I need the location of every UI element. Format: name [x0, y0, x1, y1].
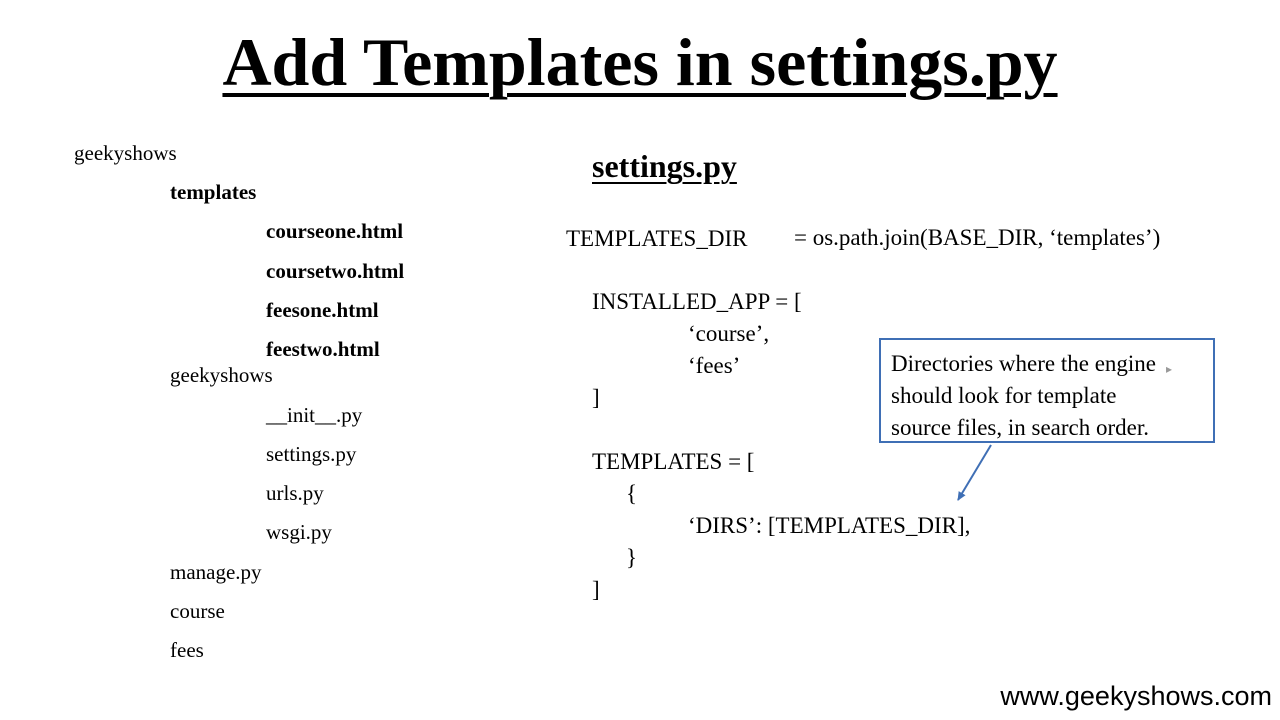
tree-app-folder: course	[170, 599, 225, 623]
callout-line: should look for template	[891, 383, 1117, 408]
brace-open: {	[626, 481, 638, 506]
tree-manage-file: manage.py	[170, 560, 262, 584]
tree-package-file: __init__.py	[266, 403, 363, 427]
installed-app-item: ‘fees’	[688, 353, 741, 378]
code-filename: settings.py	[592, 148, 737, 184]
tree-template-file: feesone.html	[266, 298, 379, 322]
mouse-cursor-icon: ▸	[1166, 362, 1173, 376]
tree-project-package: geekyshows	[170, 363, 273, 387]
tree-template-file: coursetwo.html	[266, 259, 405, 283]
tree-template-file: feestwo.html	[266, 337, 380, 361]
tree-root: geekyshows	[74, 141, 177, 165]
dirs-line: ‘DIRS’: [TEMPLATES_DIR],	[688, 513, 971, 538]
slide-title: Add Templates in settings.py	[222, 24, 1058, 100]
tree-app-folder: fees	[170, 638, 204, 662]
installed-app-close: ]	[592, 385, 600, 410]
templates-dir-value: = os.path.join(BASE_DIR, ‘templates’)	[794, 225, 1161, 250]
installed-app-open: INSTALLED_APP = [	[592, 289, 802, 314]
tree-package-file: settings.py	[266, 442, 357, 466]
templates-dir-name: TEMPLATES_DIR	[566, 226, 748, 251]
templates-close: ]	[592, 577, 600, 602]
footer-url: www.geekyshows.com	[1000, 681, 1272, 711]
callout-line: Directories where the engine	[891, 351, 1157, 376]
brace-close: }	[626, 545, 638, 570]
callout-line: source files, in search order.	[891, 415, 1150, 440]
templates-open: TEMPLATES = [	[592, 449, 755, 474]
installed-app-item: ‘course’,	[688, 321, 770, 346]
tree-templates-folder: templates	[170, 180, 257, 204]
callout-box: Directories where the engine should look…	[879, 338, 1215, 443]
tree-template-file: courseone.html	[266, 219, 404, 243]
tree-package-file: urls.py	[266, 481, 324, 505]
tree-package-file: wsgi.py	[266, 520, 332, 544]
